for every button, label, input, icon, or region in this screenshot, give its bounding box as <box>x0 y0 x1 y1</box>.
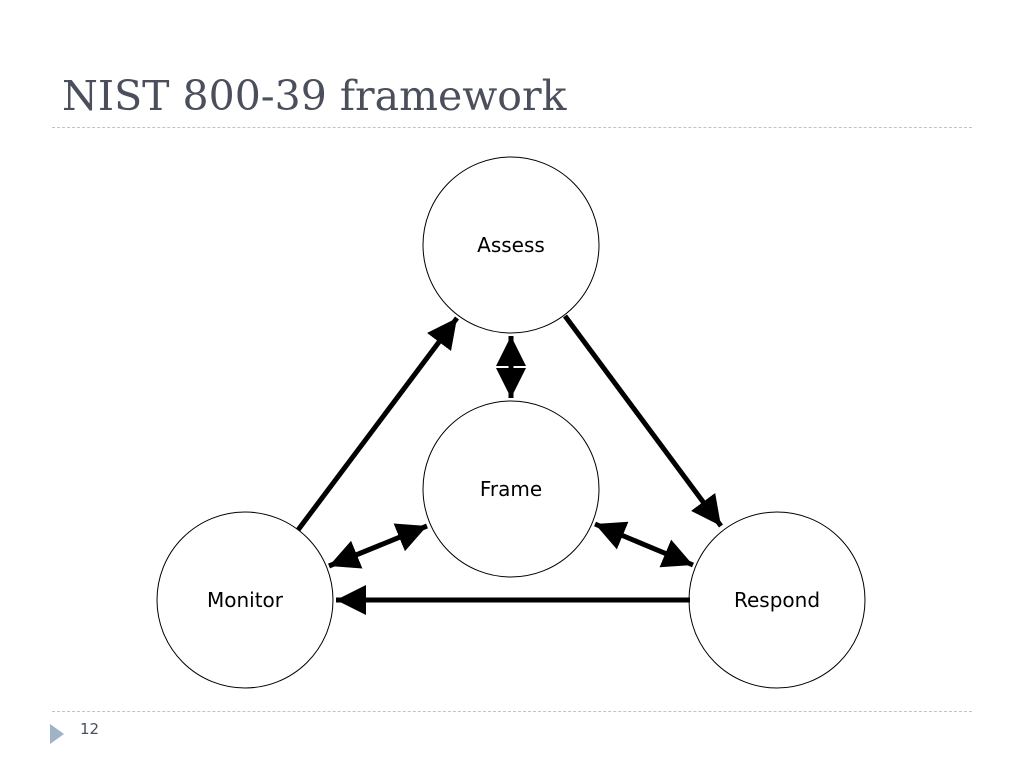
page-number: 12 <box>80 720 100 738</box>
arrow-monitor-to-assess <box>296 316 459 532</box>
assess-circle <box>422 156 600 334</box>
node-frame: Frame <box>422 400 600 578</box>
arrow-frame-respond <box>594 521 694 568</box>
node-assess: Assess <box>422 156 600 334</box>
arrow-frame-monitor <box>328 523 428 569</box>
footer-divider <box>52 711 972 712</box>
arrow-assess-to-respond <box>562 314 724 528</box>
node-monitor: Monitor <box>156 511 334 689</box>
slide-title: NIST 800-39 framework <box>62 72 567 120</box>
frame-circle <box>422 400 600 578</box>
triangle-bullet-icon <box>50 724 64 744</box>
node-respond: Respond <box>688 511 866 689</box>
monitor-circle <box>156 511 334 689</box>
title-divider <box>52 127 972 128</box>
frame-label: Frame <box>480 477 542 501</box>
monitor-label: Monitor <box>207 588 284 612</box>
respond-label: Respond <box>734 588 820 612</box>
assess-label: Assess <box>477 233 545 257</box>
